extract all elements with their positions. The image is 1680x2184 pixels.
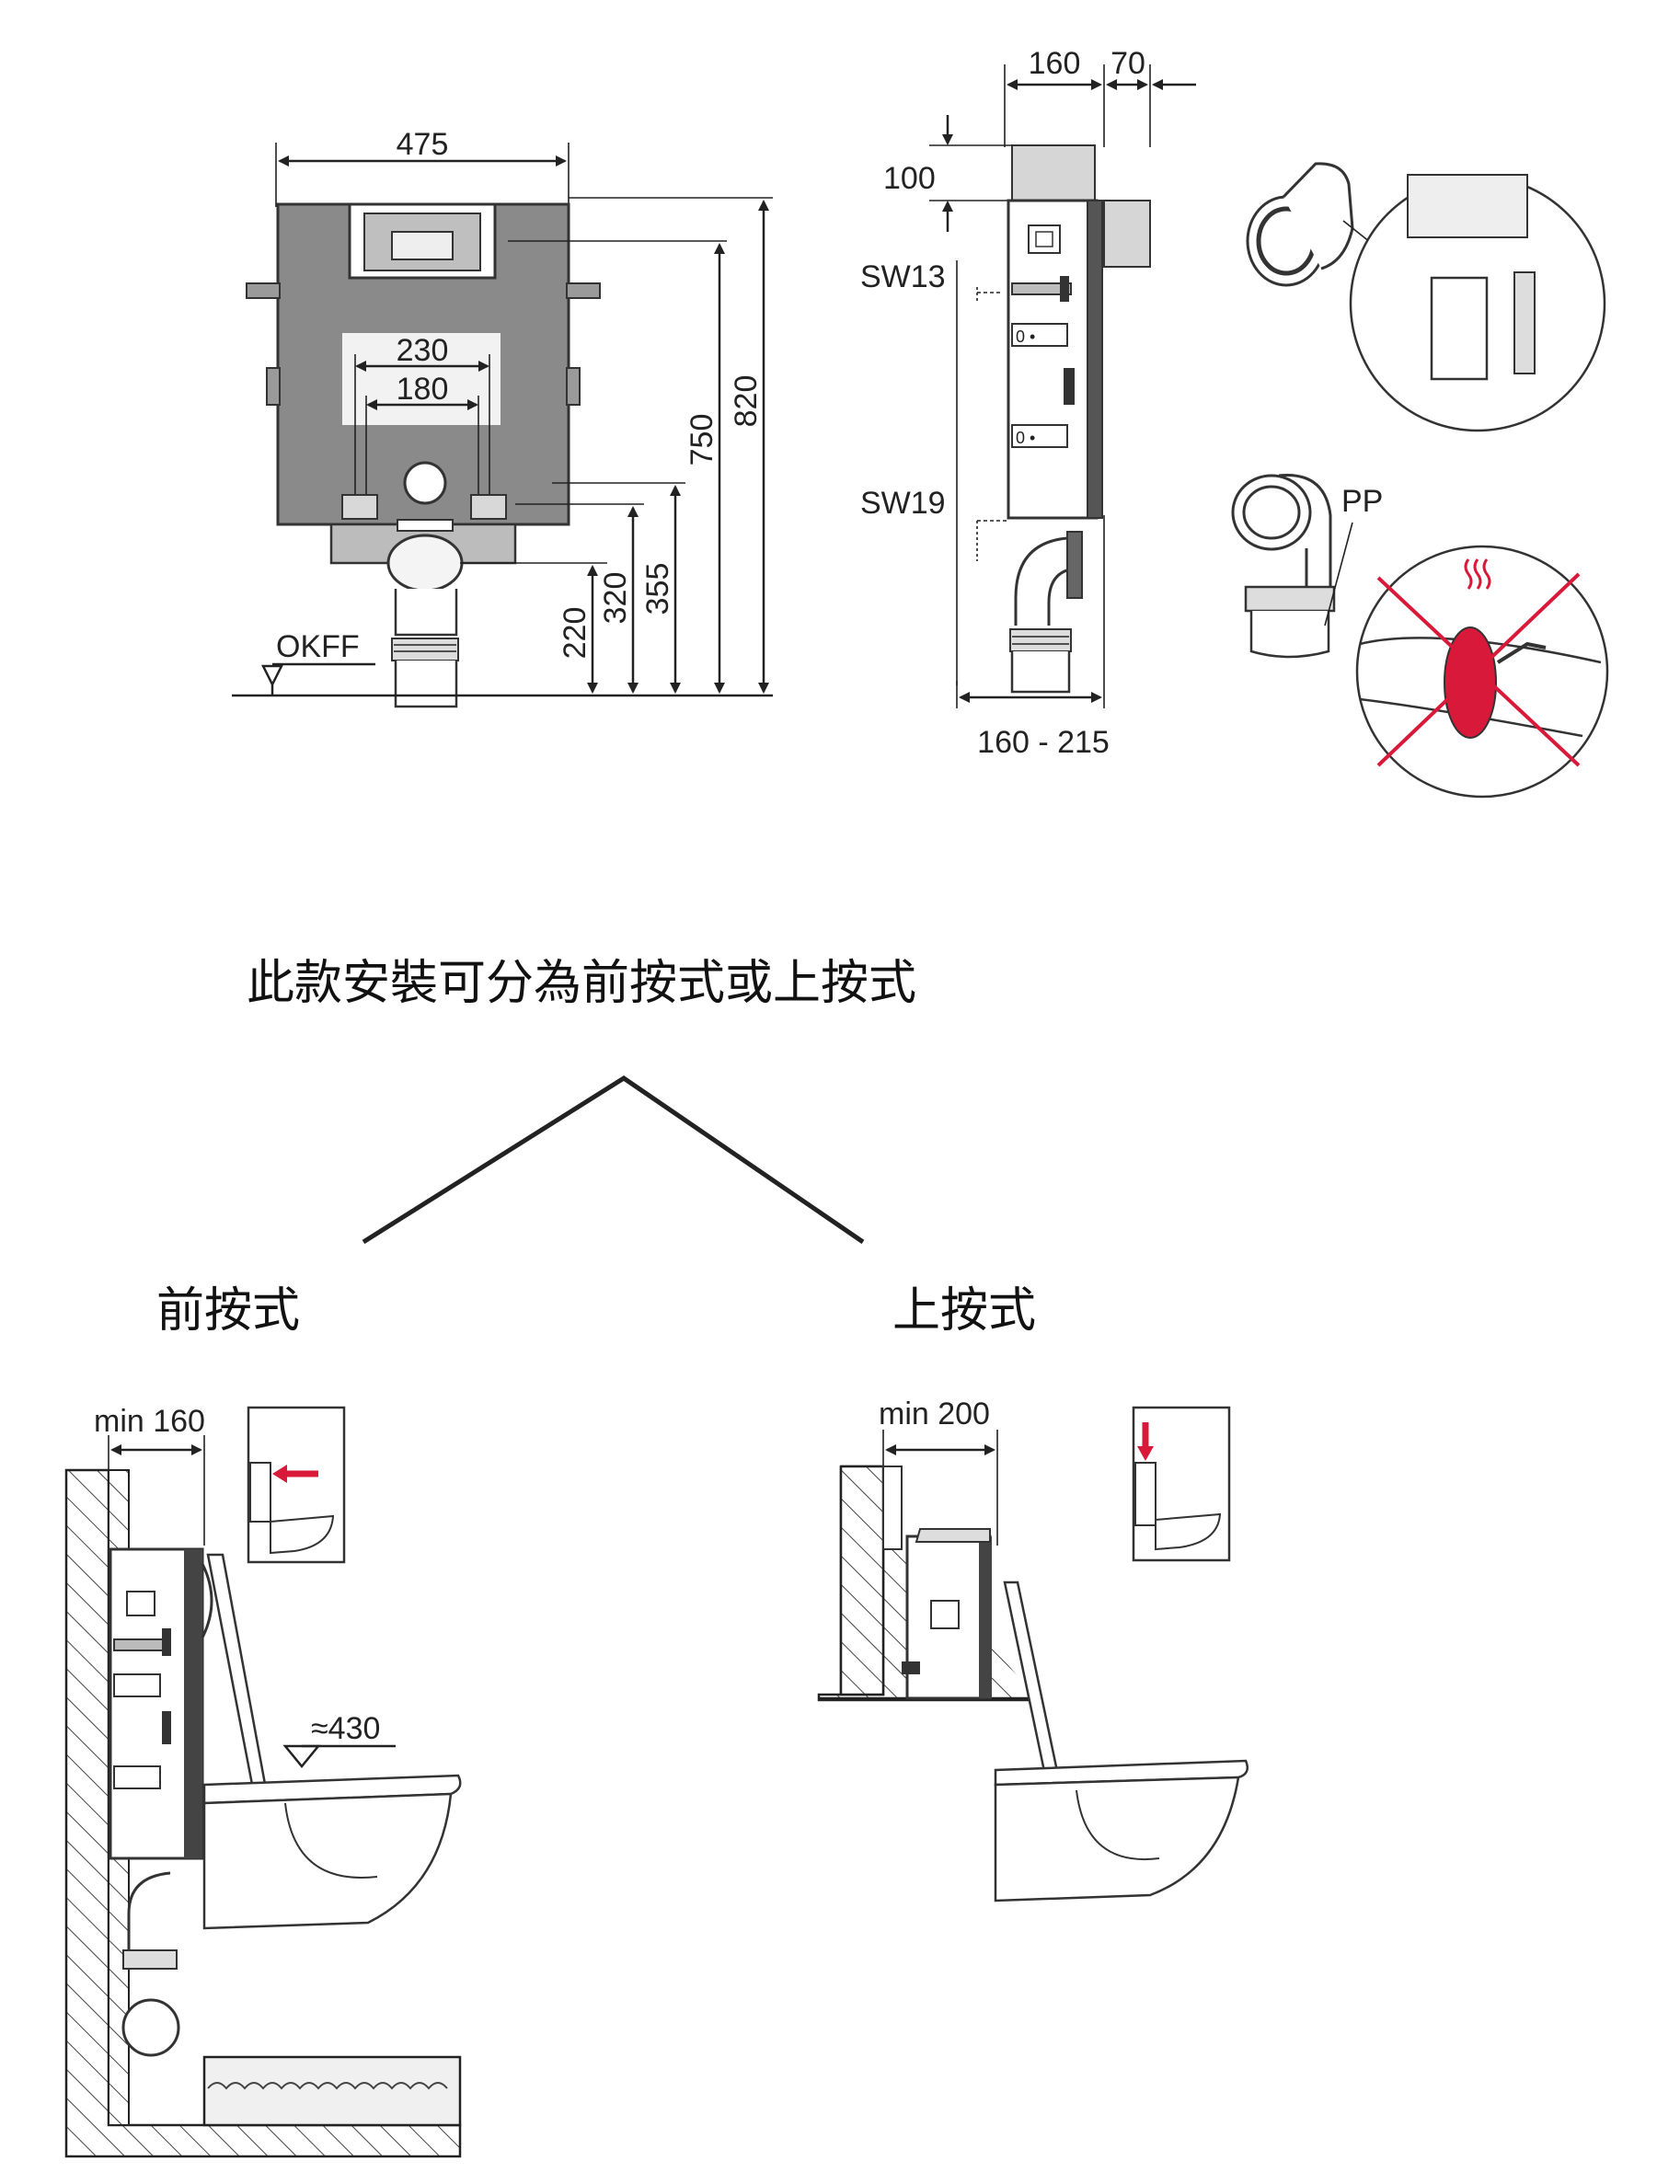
dim-320: 320 [598, 572, 633, 625]
bracket-right [566, 282, 601, 299]
top-toilet-bowl [994, 1776, 1240, 1902]
bracket-left [246, 282, 281, 299]
dim-475: 475 [397, 127, 449, 162]
front-press-install: min 160 ≈430 [64, 1404, 462, 2158]
pp-label: PP [1341, 484, 1383, 519]
front-min-label: min 160 [94, 1404, 205, 1439]
dim-side-160: 160 [1029, 46, 1081, 81]
dim-355: 355 [640, 563, 675, 615]
top-press-title: 上按式 [892, 1283, 1036, 1339]
svg-text:0 •: 0 • [1016, 429, 1035, 447]
heat-source-icon [1444, 626, 1497, 739]
pipe-connector-detail [1246, 162, 1606, 432]
dim-side-70: 70 [1110, 46, 1145, 81]
dim-750: 750 [685, 414, 719, 466]
front-press-title: 前按式 [156, 1283, 300, 1339]
drain-pipe [386, 534, 464, 592]
sw19-label: SW19 [860, 486, 946, 521]
top-min-label: min 200 [879, 1397, 990, 1431]
headline: 此款安裝可分為前按式或上按式 [247, 956, 916, 1011]
sw13-label: SW13 [860, 259, 946, 294]
dim-180: 180 [397, 372, 449, 407]
front-view: 475 230 180 [232, 127, 773, 708]
side-view: 160 70 100 0 • 0 • SW13 SW19 [860, 46, 1196, 760]
okff-label: OKFF [276, 629, 360, 664]
pipe-pp-detail: PP [1231, 474, 1609, 799]
top-press-install: min 200 [817, 1397, 1248, 1902]
dim-depth-range: 160 - 215 [977, 725, 1110, 760]
svg-text:0 •: 0 • [1016, 328, 1035, 346]
dim-side-100: 100 [883, 161, 936, 196]
dim-820: 820 [729, 375, 764, 428]
front-toilet-bowl [202, 1792, 453, 1930]
dim-230: 230 [397, 333, 449, 368]
branch-lines [362, 1075, 865, 1245]
approx-430-label: ≈430 [311, 1711, 380, 1746]
dim-220: 220 [558, 607, 593, 660]
